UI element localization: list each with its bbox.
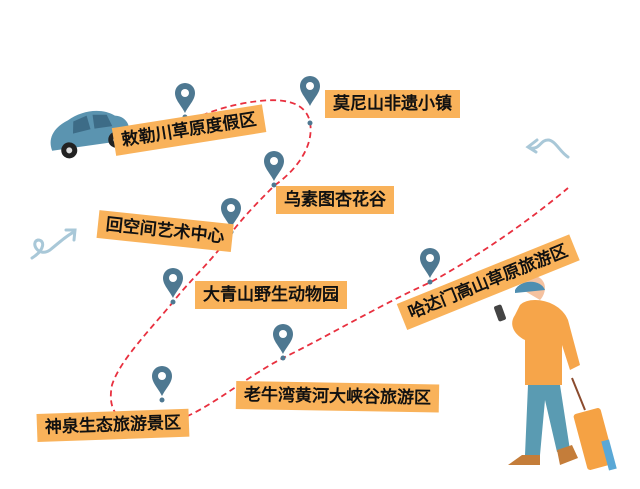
map-pin-icon[interactable] [420,248,440,285]
route-line [109,99,569,427]
map-pin-icon[interactable] [175,83,195,120]
stop-label[interactable]: 莫尼山非遗小镇 [325,90,460,118]
stop-label[interactable]: 乌素图杏花谷 [276,186,394,214]
stop-label[interactable]: 神泉生态旅游景区 [36,408,190,442]
pins [152,76,440,403]
map-pin-icon[interactable] [152,366,172,403]
stop-label[interactable]: 老牛湾黄河大峡谷旅游区 [235,381,440,413]
traveler-illustration [494,275,617,471]
map-pin-icon[interactable] [273,324,293,361]
map-pin-icon[interactable] [264,151,284,188]
map-pin-icon[interactable] [163,268,183,305]
car-illustration [50,110,130,159]
swirl-arrow-icon [30,138,570,260]
map-pin-icon[interactable] [300,76,320,126]
stop-label[interactable]: 大青山野生动物园 [195,281,347,309]
